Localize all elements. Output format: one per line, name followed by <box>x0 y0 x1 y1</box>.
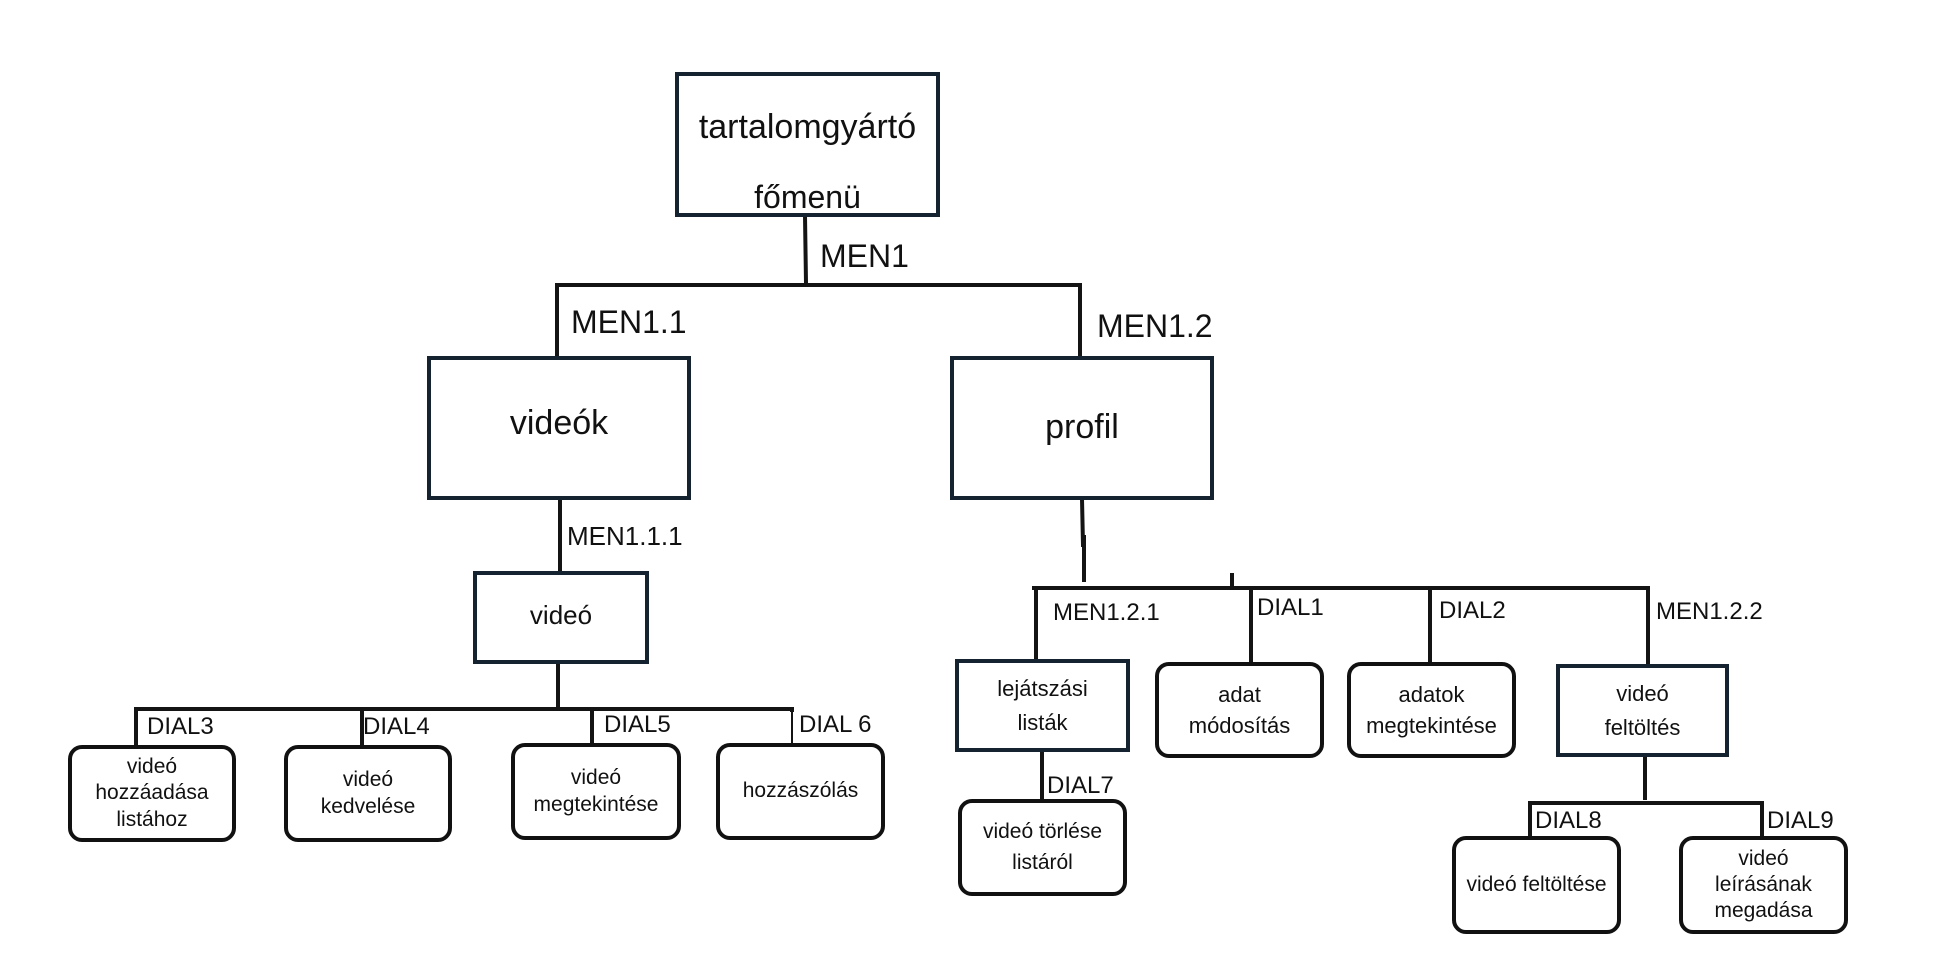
dialog-label-dial4: DIAL4 <box>363 713 430 740</box>
root-title-line2: főmenü <box>754 179 861 215</box>
node-hozzaszolas: hozzászólás <box>716 743 885 840</box>
dialog-label-dial8: DIAL8 <box>1535 807 1602 834</box>
node-video-leirasanak-line1: videó <box>1738 846 1789 870</box>
node-profil: profil <box>950 356 1214 500</box>
node-video-feltoltes-line2: feltöltés <box>1604 714 1681 740</box>
node-video-hozzaadasa-line3: listához <box>116 807 188 831</box>
node-video-kedvelese: videó kedvelése <box>284 745 452 842</box>
node-adatok-megtekintese-line1: adatok <box>1398 681 1465 707</box>
menu-label-men1-1: MEN1.1 <box>571 304 687 340</box>
node-lejatszasi-line2: listák <box>1017 709 1068 735</box>
node-video-leirasanak-line3: megadása <box>1714 899 1813 923</box>
dialog-label-dial3: DIAL3 <box>147 713 214 740</box>
node-video-kedvelese-line2: kedvelése <box>320 794 416 818</box>
node-video-kedvelese-line1: videó <box>342 768 394 792</box>
node-video-hozzaadasa-listahoz: videó hozzáadása listához <box>68 745 236 842</box>
menu-label-men1-2: MEN1.2 <box>1097 308 1213 344</box>
node-video-megtekintese-line2: megtekintése <box>533 792 659 816</box>
dialog-label-dial9: DIAL9 <box>1767 807 1834 834</box>
menu-label-men1-2-1: MEN1.2.1 <box>1053 599 1160 626</box>
menu-label-men1-2-2: MEN1.2.2 <box>1656 598 1763 625</box>
dialog-label-dial6: DIAL 6 <box>799 711 872 738</box>
node-video-torlese-line2: listáról <box>1012 850 1073 874</box>
node-video-leirasanak-megadasa: videó leírásának megadása <box>1679 836 1848 934</box>
node-video-megtekintese: videó megtekintése <box>511 743 681 840</box>
root-node-content-creator-main-menu: tartalomgyártó főmenü <box>675 72 940 217</box>
node-adat-modositas: adat módosítás <box>1155 662 1324 758</box>
dialog-label-dial2: DIAL2 <box>1439 597 1506 624</box>
dialog-label-dial5: DIAL5 <box>604 711 671 738</box>
node-video-label: videó <box>529 600 593 630</box>
node-video-feltoltes-line1: videó <box>1616 681 1669 706</box>
node-videok-label: videók <box>509 404 609 442</box>
node-adat-modositas-line1: adat <box>1218 681 1261 707</box>
dialog-label-dial1: DIAL1 <box>1257 594 1324 621</box>
node-hozzaszolas-label: hozzászólás <box>742 779 859 803</box>
node-video-feltoltese: videó feltöltése <box>1452 836 1621 934</box>
node-video-feltoltese-label: videó feltöltése <box>1466 872 1607 896</box>
node-adatok-megtekintese: adatok megtekintése <box>1347 662 1516 758</box>
node-video-torlese-line1: videó törlése <box>982 820 1103 844</box>
node-video-feltoltes: videó feltöltés <box>1556 664 1729 757</box>
node-adatok-megtekintese-line2: megtekintése <box>1366 713 1497 738</box>
node-video-leirasanak-line2: leírásának <box>1715 872 1812 896</box>
node-video-torlese-listarol: videó törlése listáról <box>958 799 1127 896</box>
node-lejatszasi-line1: lejátszási <box>997 676 1088 701</box>
dialog-label-dial7: DIAL7 <box>1047 772 1114 799</box>
node-video: videó <box>473 571 649 664</box>
node-adat-modositas-line2: módosítás <box>1188 713 1291 738</box>
menu-label-men1: MEN1 <box>820 238 909 274</box>
node-lejatszasi-listak: lejátszási listák <box>955 659 1130 752</box>
root-title-line1: tartalomgyártó <box>698 108 917 146</box>
menu-label-men1-1-1: MEN1.1.1 <box>567 521 683 551</box>
node-video-megtekintese-line1: videó <box>570 766 622 790</box>
node-profil-label: profil <box>1045 408 1119 446</box>
node-videok: videók <box>427 356 691 500</box>
node-video-hozzaadasa-line1: videó <box>126 755 178 779</box>
node-video-hozzaadasa-line2: hozzáadása <box>95 781 209 805</box>
